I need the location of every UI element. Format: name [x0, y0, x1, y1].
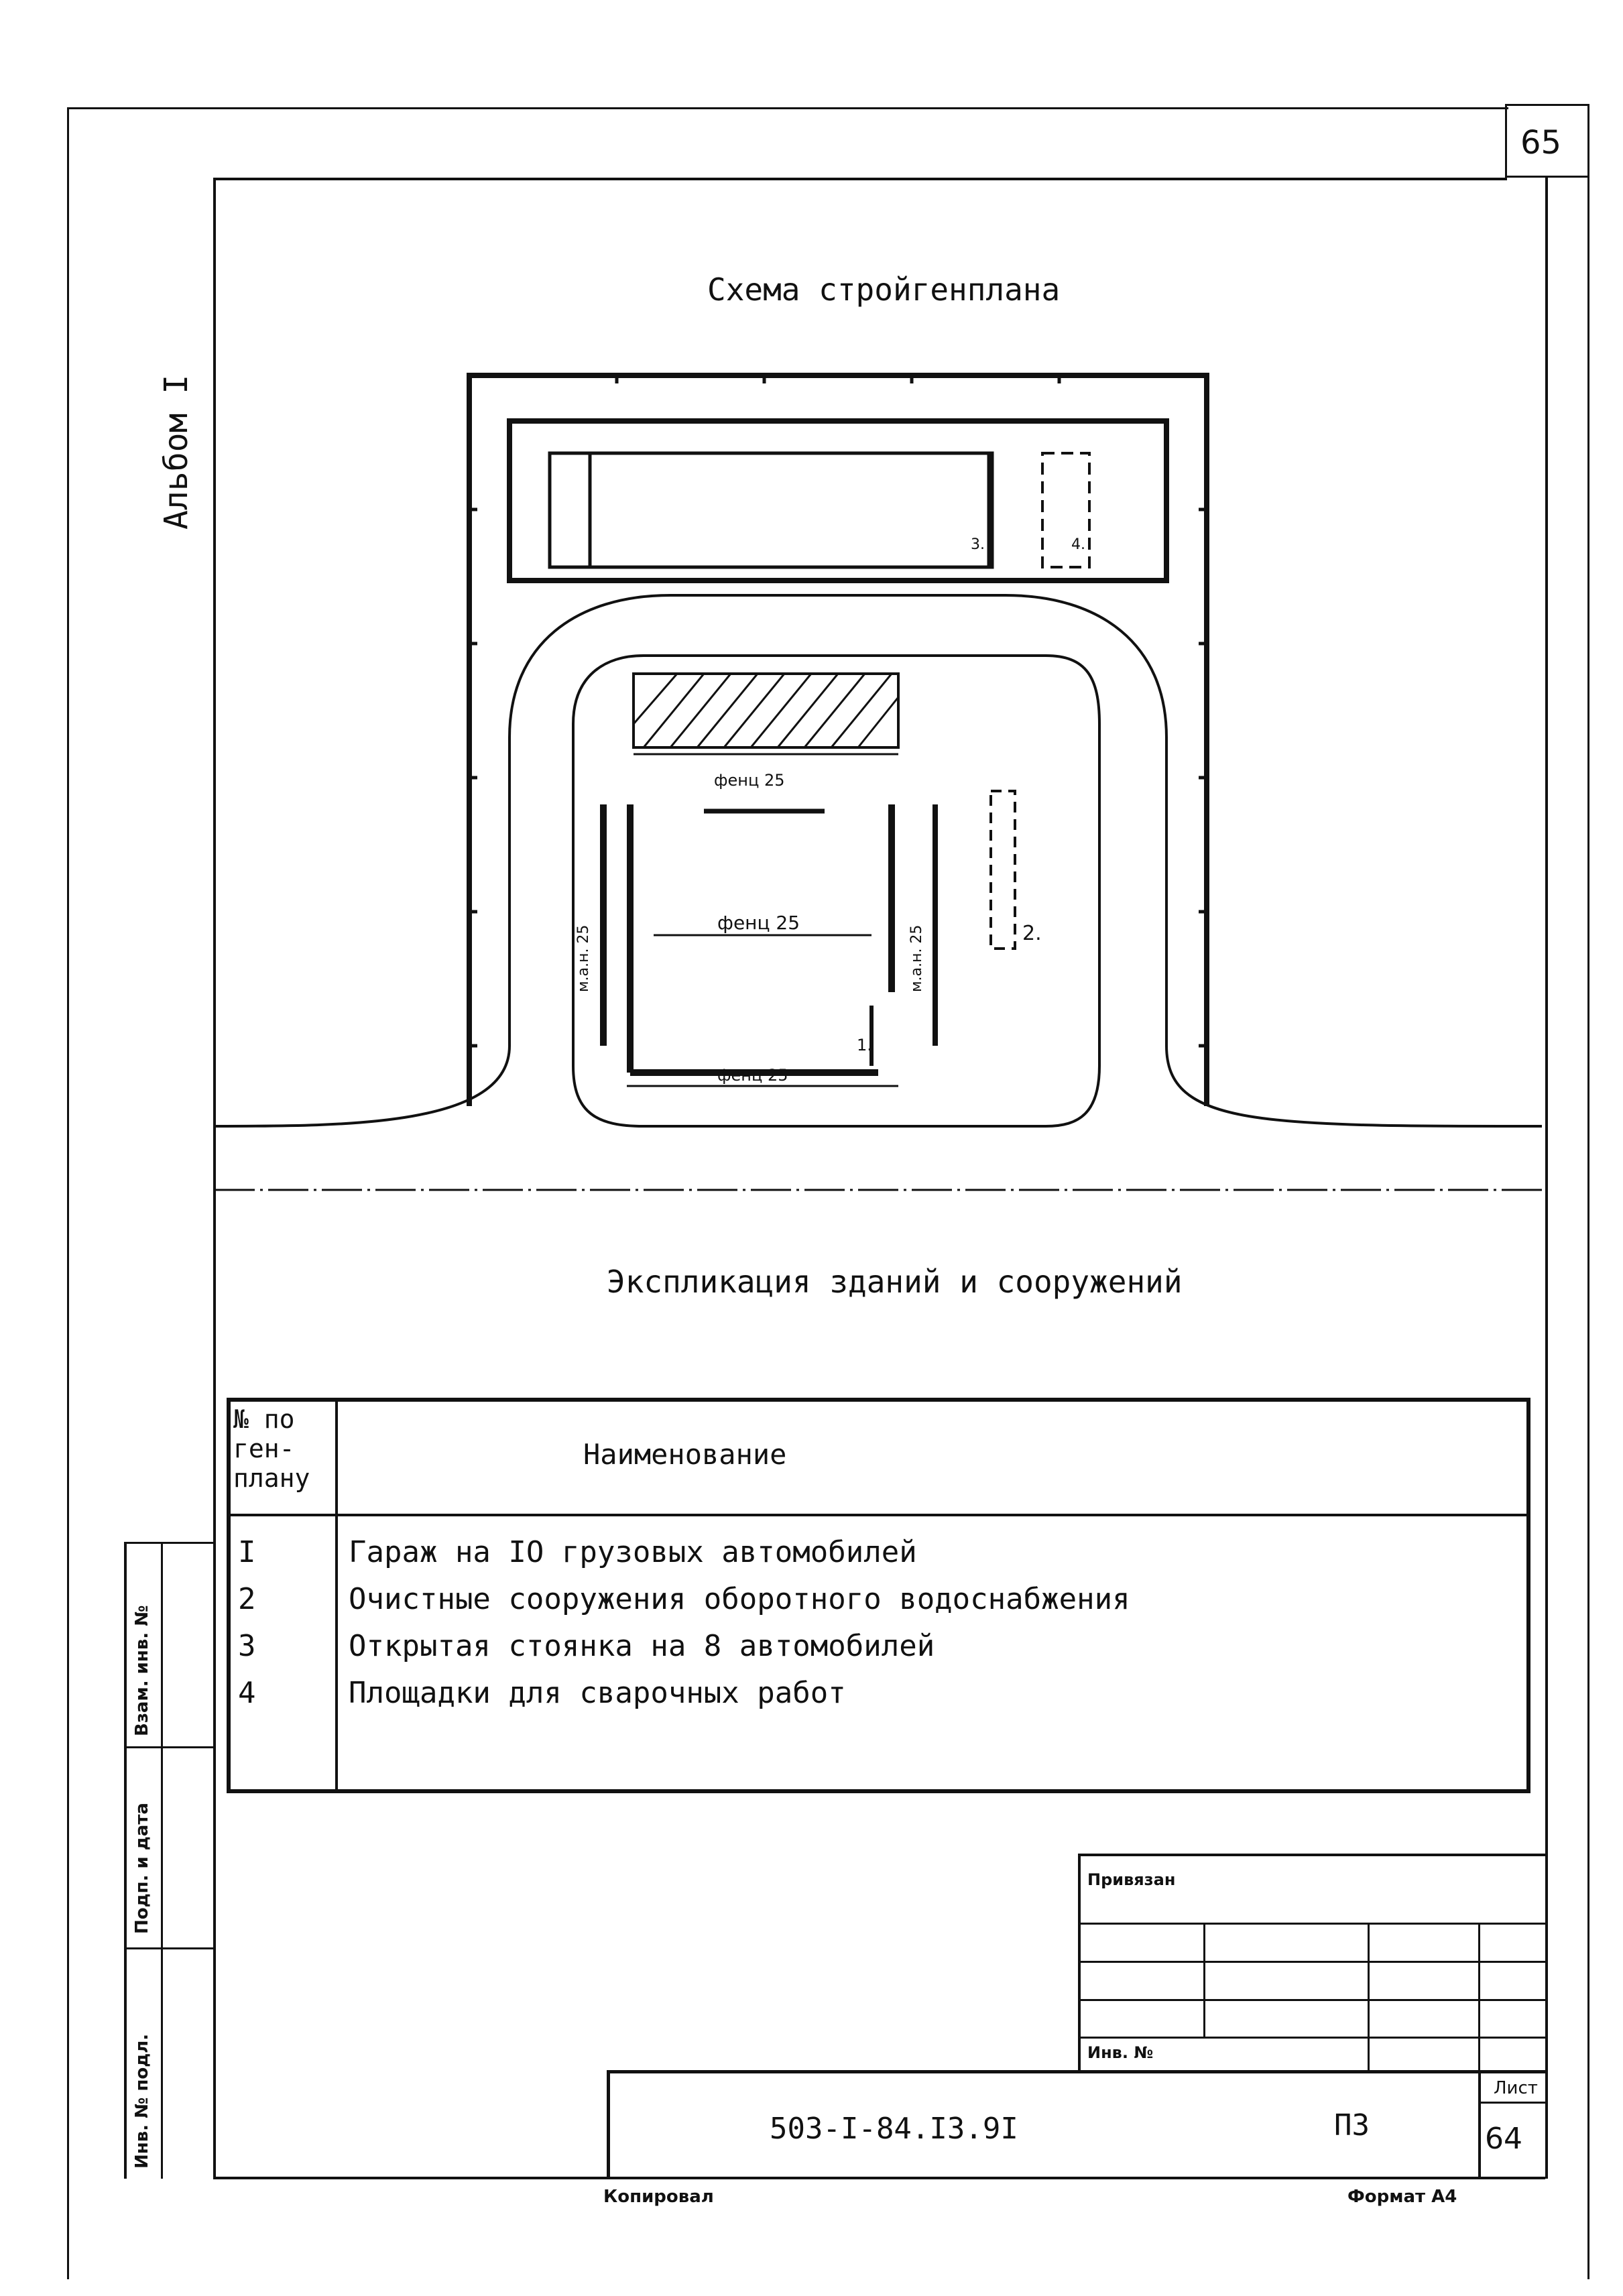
plan-fence-right: м.а.н. 25 [908, 924, 925, 992]
corner-box-top [1505, 104, 1587, 106]
scheme-title: Схема стройгенплана [707, 271, 1061, 308]
stamp-sheet-label: Лист [1494, 2078, 1538, 2098]
title-sheet-col [1478, 2070, 1481, 2179]
title-row-top [607, 2070, 1545, 2073]
side-stamp-podp: Подп. и дата [132, 1803, 152, 1934]
parking-lot-3 [548, 451, 994, 569]
explication-title: Экспликация зданий и сооружений [607, 1264, 1183, 1300]
plan-label-4: 4. [1071, 536, 1085, 553]
stamp-inv-no: Инв. № [1087, 2043, 1154, 2062]
stamp-col-3 [1478, 1923, 1480, 2071]
fence-ticks [469, 375, 1207, 1048]
table-row-no: 4 [238, 1676, 256, 1710]
plan-label-3: 3. [971, 536, 985, 553]
table-row-name: Гараж на IO грузовых автомобилей [349, 1535, 917, 1569]
road-inner [572, 654, 1101, 1128]
welding-area-4 [1041, 452, 1091, 568]
table-header-no: № по ген- плану [233, 1404, 310, 1493]
parking-area-outline [507, 418, 1169, 583]
plan-label-1: 1. [857, 1036, 872, 1054]
stamp-sheet-no: 64 [1485, 2122, 1522, 2156]
side-stamp-div2 [124, 1947, 213, 1949]
side-stamp-vzam: Взам. инв. № [132, 1605, 152, 1737]
table-row-no: I [238, 1535, 256, 1569]
side-stamp-left [124, 1542, 127, 2179]
fence-boundary [467, 373, 1209, 1106]
outer-frame-top [67, 107, 1508, 109]
corner-box-left [1505, 104, 1507, 178]
inner-frame-top [213, 178, 1507, 180]
footer-kopiroval: Копировал [603, 2187, 714, 2207]
explication-table [227, 1398, 1530, 1793]
table-header-divider [227, 1514, 1530, 1516]
outer-frame-right [1587, 104, 1589, 2279]
table-row-name: Открытая стоянка на 8 автомобилей [349, 1629, 935, 1663]
table-row-no: 3 [238, 1629, 256, 1663]
table-header-no-line-3: плану [233, 1463, 310, 1493]
title-row-left [607, 2070, 610, 2179]
inner-frame-left [213, 178, 216, 2179]
table-header-no-line-2: ген- [233, 1434, 295, 1463]
side-stamp-div1 [124, 1746, 213, 1748]
road-outer [214, 594, 1543, 1128]
outer-frame-left [67, 107, 69, 2279]
side-stamp-inner [161, 1542, 163, 2179]
table-col-divider [335, 1398, 338, 1793]
stamp-row-4 [1078, 2037, 1545, 2039]
inner-frame-bottom [213, 2177, 1545, 2179]
stamp-col-2 [1368, 1923, 1370, 2071]
table-row-name: Площадки для сварочных работ [349, 1676, 846, 1710]
stamp-row-1 [1078, 1923, 1545, 1925]
footer-format: Формат А4 [1347, 2187, 1457, 2207]
corner-box-bottom [1505, 176, 1587, 178]
plan-fence-middle: фенц 25 [717, 912, 800, 934]
plan-label-2: 2. [1022, 922, 1042, 945]
plan-fence-bottom: фенц 25 [717, 1066, 788, 1085]
table-header-no-line-1: № по [233, 1404, 295, 1434]
site-plan-drawing [214, 373, 1545, 1191]
garage-hatch [632, 673, 900, 748]
title-sheet-div [1478, 2102, 1545, 2104]
stamp-row-3 [1078, 1999, 1545, 2001]
privyazan-top [1078, 1854, 1545, 1856]
stamp-privyazan: Привязан [1087, 1870, 1176, 1889]
stamp-row-2 [1078, 1961, 1545, 1963]
garage-building-1 [632, 672, 900, 749]
sheet-corner-number: 65 [1520, 124, 1562, 162]
side-stamp-top [124, 1542, 213, 1544]
stamp-doc-code: 503-I-84.I3.9I [770, 2112, 1018, 2146]
table-header-name: Наименование [583, 1438, 787, 1471]
plan-fence-top: фенц 25 [714, 771, 785, 790]
side-stamp-inv: Инв. № подл. [132, 2033, 152, 2169]
table-row-name: Очистные сооружения оборотного водоснабж… [349, 1582, 1130, 1616]
stamp-doc-type: ПЗ [1334, 2108, 1370, 2142]
stamp-col-1 [1203, 1923, 1205, 2037]
inner-frame-right [1545, 178, 1548, 2179]
treatment-item-2 [989, 790, 1016, 950]
table-row-no: 2 [238, 1582, 256, 1616]
plan-fence-left: м.а.н. 25 [575, 924, 592, 992]
